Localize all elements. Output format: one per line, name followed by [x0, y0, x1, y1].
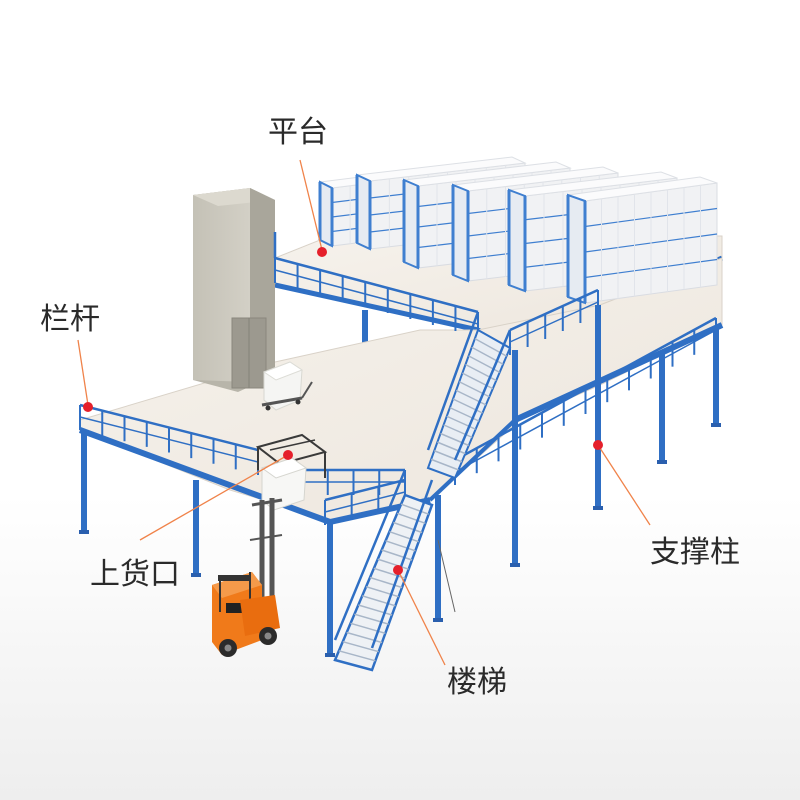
stairs-dot	[393, 565, 403, 575]
staircase-label: 楼梯	[447, 668, 507, 698]
loading-port-label: 上货口	[90, 560, 180, 590]
platform-label: 平台	[268, 118, 328, 148]
storage-rack	[568, 177, 717, 303]
railing-dot	[83, 402, 93, 412]
loading-port-dot	[283, 450, 293, 460]
column-dot	[593, 440, 603, 450]
support-column-label: 支撑柱	[650, 538, 740, 568]
platform-dot	[317, 247, 327, 257]
railing-label: 栏杆	[40, 305, 100, 335]
elevator-tower	[193, 188, 275, 392]
